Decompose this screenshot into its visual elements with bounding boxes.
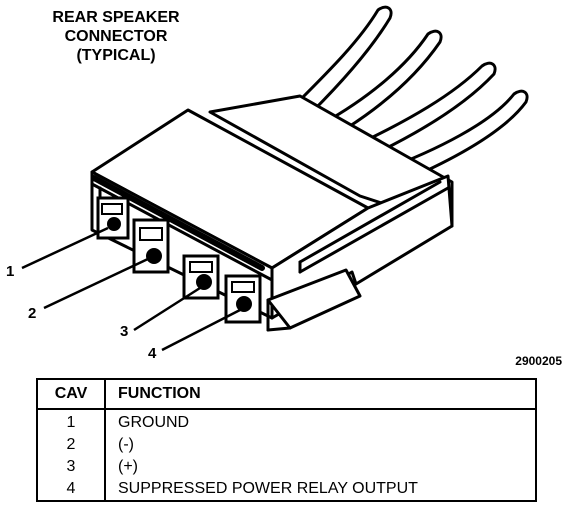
- wire-bundle: [298, 5, 529, 188]
- pin-label-3: 3: [120, 323, 128, 340]
- title-line-1: REAR SPEAKER: [52, 9, 180, 26]
- header-function: FUNCTION: [118, 385, 201, 402]
- table-header-row: CAV FUNCTION: [38, 380, 535, 410]
- pin-label-1: 1: [6, 263, 14, 280]
- leader-2: [43, 256, 151, 310]
- figure-id: 2900205: [515, 354, 562, 368]
- cell-cav: 1: [66, 414, 76, 431]
- cavity-4: [224, 274, 262, 324]
- table-row: 3 (+): [38, 456, 535, 478]
- pin-label-4: 4: [148, 345, 157, 362]
- leader-lines: [21, 226, 241, 352]
- connector-boot: [208, 94, 454, 228]
- cell-function: (+): [118, 458, 138, 475]
- title-line-2: CONNECTOR: [64, 28, 168, 45]
- wire-1: [298, 5, 393, 114]
- cavity-3: [182, 254, 220, 300]
- wire-3: [348, 61, 497, 162]
- wire-2: [320, 29, 443, 138]
- latch: [266, 268, 362, 330]
- table-row: 1 GROUND: [38, 412, 535, 434]
- wire-4: [376, 89, 529, 188]
- cell-cav: 3: [66, 458, 76, 475]
- leader-3: [133, 286, 201, 332]
- leader-1: [21, 226, 109, 270]
- column-divider: [104, 380, 106, 500]
- cell-function: SUPPRESSED POWER RELAY OUTPUT: [118, 480, 418, 497]
- cavity-1: [96, 196, 130, 240]
- cell-function: GROUND: [118, 414, 190, 431]
- table-row: 4 SUPPRESSED POWER RELAY OUTPUT: [38, 478, 535, 500]
- cell-cav: 2: [66, 436, 76, 453]
- pin-label-2: 2: [28, 305, 36, 322]
- leader-4: [161, 308, 241, 352]
- cavity-function-table: CAV FUNCTION 1 GROUND 2 (-) 3 (+) 4 SUPP…: [36, 378, 537, 502]
- cell-cav: 4: [66, 480, 76, 497]
- header-cav: CAV: [54, 385, 88, 402]
- cavities: [96, 196, 262, 324]
- cell-function: (-): [118, 436, 134, 453]
- table-row: 2 (-): [38, 434, 535, 456]
- title-line-3: (TYPICAL): [76, 47, 156, 64]
- cavity-2: [132, 218, 170, 274]
- diagram-title: REAR SPEAKER CONNECTOR (TYPICAL): [8, 8, 224, 65]
